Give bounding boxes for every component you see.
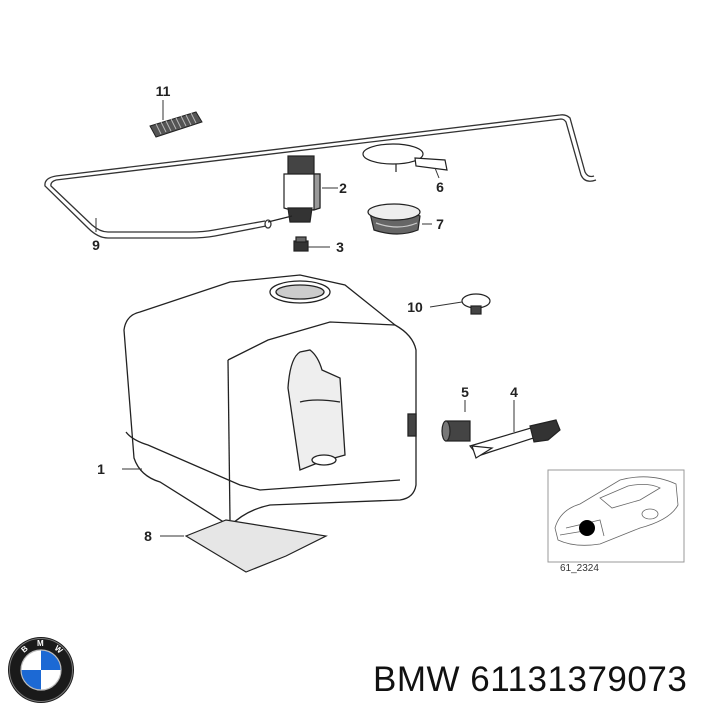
- callout-9: 9: [92, 237, 100, 253]
- callout-10: 10: [407, 299, 423, 315]
- part-number-label: BMW 61131379073: [373, 660, 688, 699]
- hose-loop: [44, 114, 597, 239]
- callout-8: 8: [144, 528, 152, 544]
- reservoir-grommet: [441, 420, 471, 442]
- filler-cap: [362, 143, 448, 172]
- cap-plug: [461, 293, 491, 315]
- washer-reservoir: [123, 274, 417, 527]
- svg-text:M: M: [37, 639, 44, 648]
- callout-2: 2: [339, 180, 347, 196]
- leader-lines: [95, 100, 515, 537]
- reservoir-pad: [184, 519, 328, 573]
- callout-7: 7: [436, 216, 444, 232]
- callout-5: 5: [461, 384, 469, 400]
- filter-strainer: [367, 203, 421, 235]
- level-sensor: [468, 419, 561, 459]
- inset-code: 61_2324: [560, 563, 599, 574]
- svg-text:W: W: [53, 644, 65, 656]
- corrugated-sleeve: [149, 111, 203, 138]
- washer-pump: [267, 155, 321, 223]
- callout-6: 6: [436, 179, 444, 195]
- svg-text:B: B: [20, 644, 30, 655]
- callout-3: 3: [336, 239, 344, 255]
- bmw-logo: B M W: [8, 637, 74, 703]
- callout-11: 11: [156, 83, 171, 99]
- location-inset: 61_2324: [547, 469, 685, 574]
- callout-4: 4: [510, 384, 518, 400]
- pump-grommet: [293, 236, 309, 252]
- callout-1: 1: [97, 461, 105, 477]
